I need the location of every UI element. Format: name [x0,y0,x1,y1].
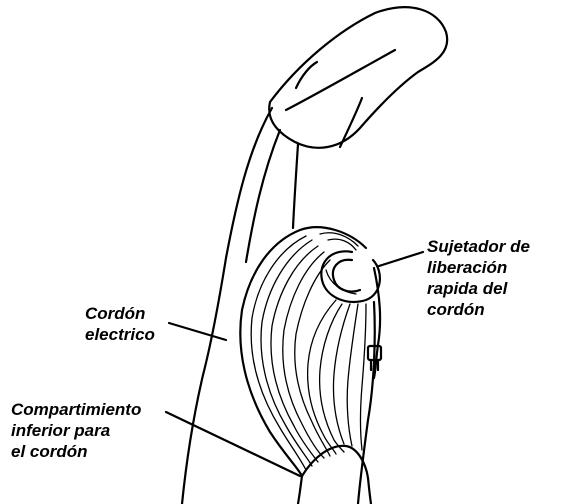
handle-grip-detail [286,50,395,110]
compartment-base-right [368,478,371,504]
handle-grip-tab [296,62,317,88]
compartment-lip [302,446,368,478]
wand-left-outer [182,108,272,504]
cord-strand [320,304,344,452]
label-quick-release-clip: Sujetador de liberación rapida del cordó… [427,236,530,320]
handle-grip [269,7,447,148]
leader-line-quick-release [379,252,423,266]
label-electric-cord: Cordón electrico [85,303,155,345]
handle-grip-ridge [340,98,362,147]
wand-right-edge [293,144,298,228]
cord-strand [295,260,330,456]
cord-strand [333,304,350,444]
label-lower-cord-compartment: Compartimiento inferior para el cordón [11,399,141,462]
compartment-base-left [298,476,302,504]
cord-strand [251,236,306,470]
cord-strand [283,252,324,458]
cord-strand [361,304,367,450]
cord-strand [347,304,358,446]
leader-line-electric-cord [169,323,226,340]
wand-left-inner [246,130,280,262]
cord-strand [326,270,356,294]
